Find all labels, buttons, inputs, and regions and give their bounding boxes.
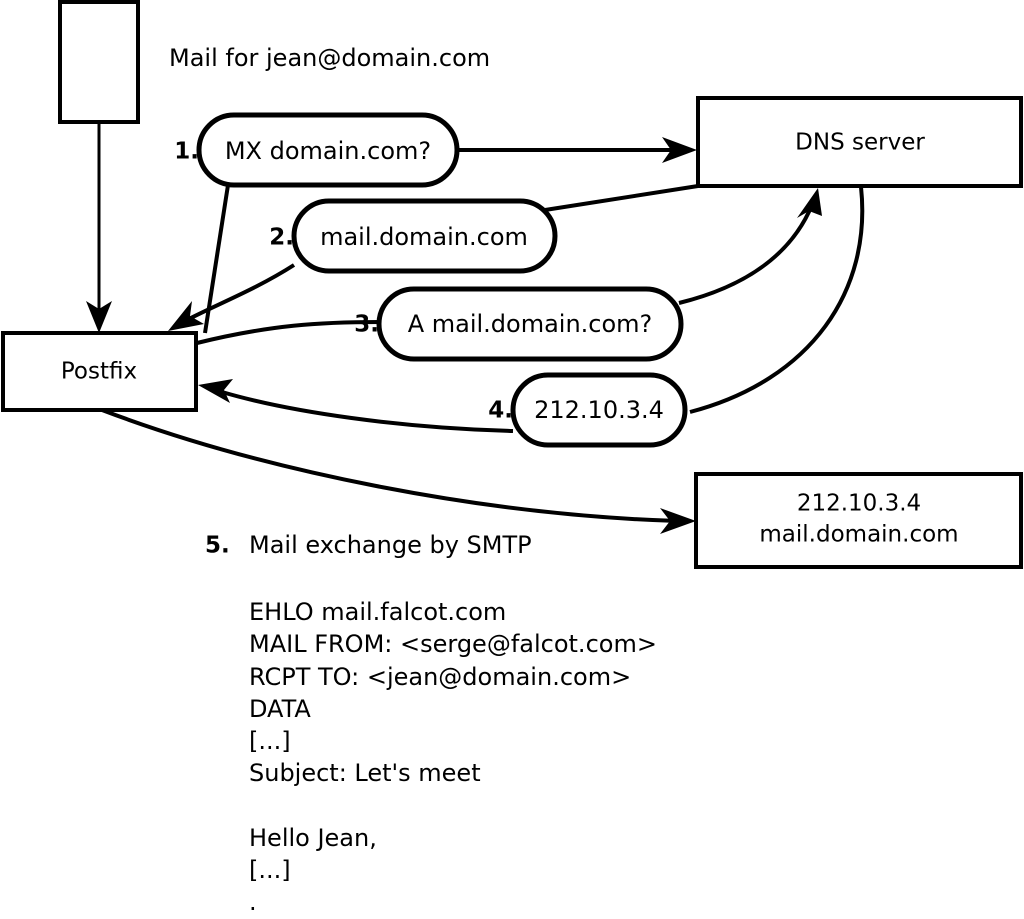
step-number-3: 3. bbox=[354, 312, 379, 338]
step-bubble-2 bbox=[291, 198, 558, 274]
node-mailserver-box bbox=[694, 472, 1023, 569]
edge-postfix-to-mailserver bbox=[101, 408, 679, 523]
step-bubble-3-label: A mail.domain.com? bbox=[408, 310, 653, 338]
edge-postfix-to-step3 bbox=[196, 320, 381, 345]
transcript-line: [...] bbox=[249, 727, 291, 755]
step-number-4: 4. bbox=[488, 398, 513, 424]
step-bubble-1 bbox=[196, 112, 460, 188]
edge-dns-to-step2 bbox=[544, 184, 699, 212]
step-bubble-4-label: 212.10.3.4 bbox=[534, 396, 664, 424]
edge-step4-to-postfix-arrowhead bbox=[198, 379, 233, 403]
transcript-line: MAIL FROM: <serge@falcot.com> bbox=[249, 630, 657, 658]
diagram-title-label: Mail for jean@domain.com bbox=[169, 44, 490, 72]
edge-dns-to-step4 bbox=[689, 186, 865, 414]
edge-step3-to-dns bbox=[678, 204, 814, 305]
step-bubble-4 bbox=[510, 372, 688, 448]
node-postfix-box bbox=[1, 331, 198, 412]
edge-step2-to-postfix bbox=[182, 263, 296, 324]
node-sender-box bbox=[58, 0, 140, 124]
step-bubble-1-label: MX domain.com? bbox=[225, 137, 431, 165]
transcript-line: RCPT TO: <jean@domain.com> bbox=[249, 663, 631, 691]
step-number-5: 5. bbox=[205, 533, 230, 559]
step-bubble-2-label: mail.domain.com bbox=[320, 223, 528, 251]
edge-step3-to-dns-arrowhead bbox=[797, 188, 822, 218]
edge-step4-to-postfix bbox=[221, 390, 514, 433]
transcript-line: Subject: Let's meet bbox=[249, 759, 481, 787]
transcript-line: EHLO mail.falcot.com bbox=[249, 598, 506, 626]
step-number-1: 1. bbox=[174, 139, 199, 165]
edge-postfix-to-mailserver-arrowhead bbox=[660, 508, 696, 534]
edge-sender-to-postfix-arrowhead bbox=[86, 301, 112, 333]
node-dns-box bbox=[696, 96, 1023, 188]
node-postfix-label: Postfix bbox=[61, 359, 137, 385]
edge-step1-to-dns-arrowhead bbox=[662, 137, 697, 163]
transcript-line: Hello Jean, bbox=[249, 824, 377, 852]
step-bubble-3 bbox=[376, 286, 684, 362]
transcript-line: . bbox=[249, 888, 257, 916]
step-5-label: Mail exchange by SMTP bbox=[249, 531, 532, 559]
step-number-2: 2. bbox=[269, 225, 294, 251]
transcript-line: [...] bbox=[249, 856, 291, 884]
transcript-line: DATA bbox=[249, 695, 311, 723]
node-mailserver-label-ip: 212.10.3.4 bbox=[797, 491, 921, 517]
node-dns-label: DNS server bbox=[795, 130, 925, 156]
edge-step2-to-postfix-arrowhead bbox=[168, 301, 204, 331]
node-mailserver-label-host: mail.domain.com bbox=[759, 522, 958, 548]
